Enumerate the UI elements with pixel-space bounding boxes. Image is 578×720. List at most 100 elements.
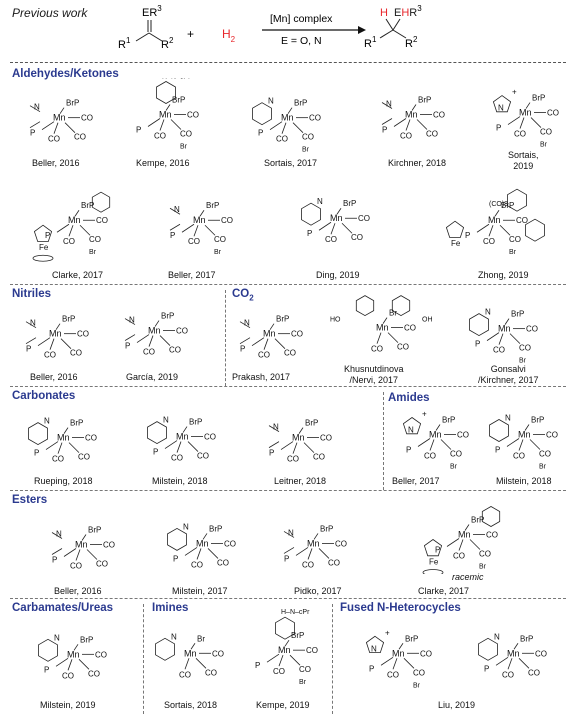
- svg-text:Br: Br: [501, 201, 509, 210]
- svg-text:CO: CO: [284, 349, 296, 358]
- svg-text:CO: CO: [169, 346, 181, 355]
- svg-text:P: P: [173, 554, 178, 563]
- svg-text:Fe: Fe: [39, 243, 49, 252]
- svg-text:CO: CO: [351, 233, 363, 242]
- svg-text:+: +: [385, 628, 390, 637]
- svg-text:Mn: Mn: [159, 109, 172, 119]
- svg-text:CO: CO: [502, 670, 514, 679]
- svg-text:P: P: [214, 201, 219, 210]
- svg-text:P: P: [406, 445, 411, 454]
- svg-text:P: P: [197, 418, 202, 427]
- catalyst-label: [Mn] complex: [270, 13, 333, 25]
- svg-text:CO: CO: [519, 344, 531, 353]
- svg-text:Br: Br: [88, 525, 96, 534]
- previous-work-label: Previous work: [12, 6, 88, 20]
- svg-text:Br: Br: [80, 635, 88, 644]
- svg-text:P: P: [78, 419, 83, 428]
- svg-text:Br: Br: [161, 312, 169, 321]
- svg-text:N: N: [30, 319, 36, 328]
- caption-kempe-2016: Kempe, 2016: [136, 158, 190, 168]
- svg-text:P: P: [153, 448, 158, 457]
- svg-text:N: N: [174, 205, 180, 214]
- svg-text:Br: Br: [214, 249, 222, 256]
- section-esters: Esters: [12, 494, 48, 506]
- svg-text:N: N: [371, 644, 377, 653]
- svg-text:CO: CO: [276, 135, 288, 144]
- svg-text:CO: CO: [539, 449, 551, 458]
- svg-text:CO: CO: [63, 237, 75, 246]
- caption-kirchner-2018: Kirchner, 2018: [388, 158, 447, 168]
- svg-text:N: N: [44, 417, 50, 426]
- product-r1: R1: [364, 35, 377, 50]
- svg-text:Br: Br: [70, 419, 78, 428]
- svg-text:CO: CO: [309, 114, 321, 123]
- svg-text:P: P: [88, 635, 93, 644]
- svg-text:CO: CO: [204, 433, 216, 442]
- arrow-head: [358, 26, 366, 34]
- svg-text:Br: Br: [418, 95, 426, 104]
- svg-text:N: N: [183, 522, 189, 531]
- divider-nitriles: [10, 284, 566, 285]
- svg-text:(CO)3: (CO)3: [489, 201, 508, 208]
- divider-carbonates: [10, 386, 566, 387]
- svg-text:P: P: [70, 315, 75, 324]
- caption-rueping-2018: Rueping, 2018: [34, 476, 93, 486]
- svg-text:CO: CO: [424, 451, 436, 460]
- svg-text:N: N: [268, 97, 274, 106]
- svg-text:CO: CO: [143, 348, 155, 357]
- svg-text:HO: HO: [330, 317, 341, 324]
- svg-text:CO: CO: [212, 649, 224, 658]
- reaction-header: Previous work ER3 R1 R2 + H2 [Mn] comple…: [0, 0, 578, 66]
- svg-text:CO: CO: [450, 449, 462, 458]
- svg-text:Mn: Mn: [68, 215, 81, 225]
- reactant-r1: R1: [118, 36, 131, 51]
- svg-text:Br: Br: [511, 310, 519, 319]
- caption-pidko-2017: Pidko, 2017: [294, 586, 342, 596]
- caption-clarke-2017-b: Clarke, 2017: [418, 586, 470, 596]
- svg-text:P: P: [170, 231, 175, 240]
- svg-text:CO: CO: [426, 129, 438, 138]
- svg-text:P: P: [96, 525, 101, 534]
- caption-clarke-2017-a: Clarke, 2017: [52, 270, 104, 280]
- svg-text:CO: CO: [358, 214, 370, 223]
- svg-text:P: P: [240, 345, 245, 354]
- svg-text:Br: Br: [405, 634, 413, 643]
- section-carbamates-ureas: Carbamates/Ureas: [12, 602, 114, 614]
- svg-text:CO: CO: [96, 559, 108, 568]
- svg-text:P: P: [328, 524, 333, 533]
- svg-text:P: P: [465, 231, 470, 240]
- svg-text:Br: Br: [442, 415, 450, 424]
- svg-text:Br: Br: [197, 634, 205, 643]
- product-r2: R2: [405, 35, 418, 50]
- caption-milstein-2019: Milstein, 2019: [40, 700, 96, 710]
- caption-garcia-2019: García, 2019: [126, 372, 179, 382]
- svg-text:+: +: [422, 409, 427, 418]
- caption-milstein-2017: Milstein, 2017: [172, 586, 228, 596]
- svg-text:Mn: Mn: [507, 648, 520, 658]
- svg-text:CO: CO: [70, 349, 82, 358]
- svg-text:P: P: [426, 95, 431, 104]
- svg-text:Br: Br: [531, 415, 539, 424]
- svg-text:CO: CO: [397, 343, 409, 352]
- svg-text:P: P: [496, 124, 501, 133]
- svg-text:Mn: Mn: [196, 538, 209, 548]
- svg-text:P: P: [284, 554, 289, 563]
- svg-text:CO: CO: [325, 235, 337, 244]
- svg-text:CO: CO: [205, 668, 217, 677]
- svg-text:Mn: Mn: [67, 649, 80, 659]
- svg-text:CO: CO: [224, 539, 236, 548]
- svg-text:P: P: [307, 229, 312, 238]
- svg-text:CO: CO: [335, 539, 347, 548]
- svg-text:Mn: Mn: [330, 213, 343, 223]
